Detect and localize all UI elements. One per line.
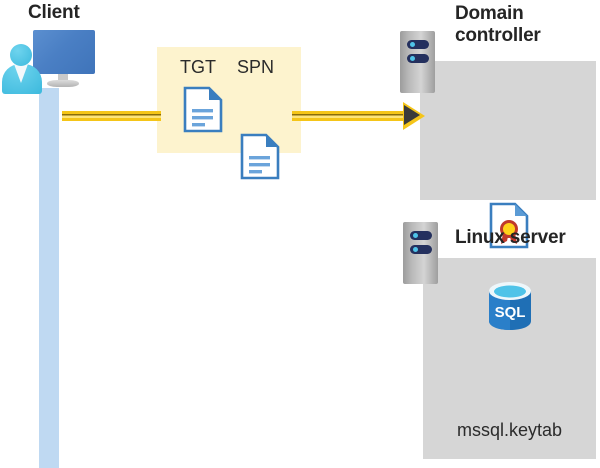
tgt-label: TGT (180, 57, 216, 77)
flow-arrow-segment-right (292, 111, 411, 121)
person-head-icon (10, 44, 32, 66)
ticket-highlight-box (157, 47, 301, 153)
domain-controller-server-icon (400, 31, 435, 93)
tgt-document-icon (183, 86, 600, 133)
monitor-screen-icon (33, 30, 95, 74)
flow-arrow-segment-left (62, 111, 161, 121)
server-bay-top (410, 231, 432, 240)
client-lifeline (39, 88, 59, 468)
server-led-icon (410, 42, 415, 47)
flow-arrowhead-icon (404, 105, 420, 125)
monitor-base-icon (47, 80, 79, 87)
domain-controller-title-line1: Domain (455, 3, 524, 24)
server-led-icon (413, 247, 418, 252)
sql-database-icon: SQL (485, 280, 535, 337)
linux-server-title: Linux server (455, 227, 566, 248)
domain-controller-panel (420, 61, 596, 200)
server-bay-bottom (410, 245, 432, 254)
server-bay-bottom (407, 54, 429, 63)
spn-label: SPN (237, 57, 275, 77)
linux-server-icon (403, 222, 438, 284)
certificate-document-icon (489, 202, 600, 249)
domain-controller-title: Domain controller (455, 3, 595, 48)
domain-controller-title-line2: controller (455, 25, 541, 47)
keytab-filename-label: mssql.keytab (456, 420, 563, 440)
server-led-icon (410, 56, 415, 61)
client-title: Client (28, 2, 80, 23)
server-led-icon (413, 233, 418, 238)
spn-document-icon (240, 133, 600, 180)
svg-text:SQL: SQL (495, 304, 526, 321)
server-bay-top (407, 40, 429, 49)
monitor-neck-icon (58, 74, 68, 82)
